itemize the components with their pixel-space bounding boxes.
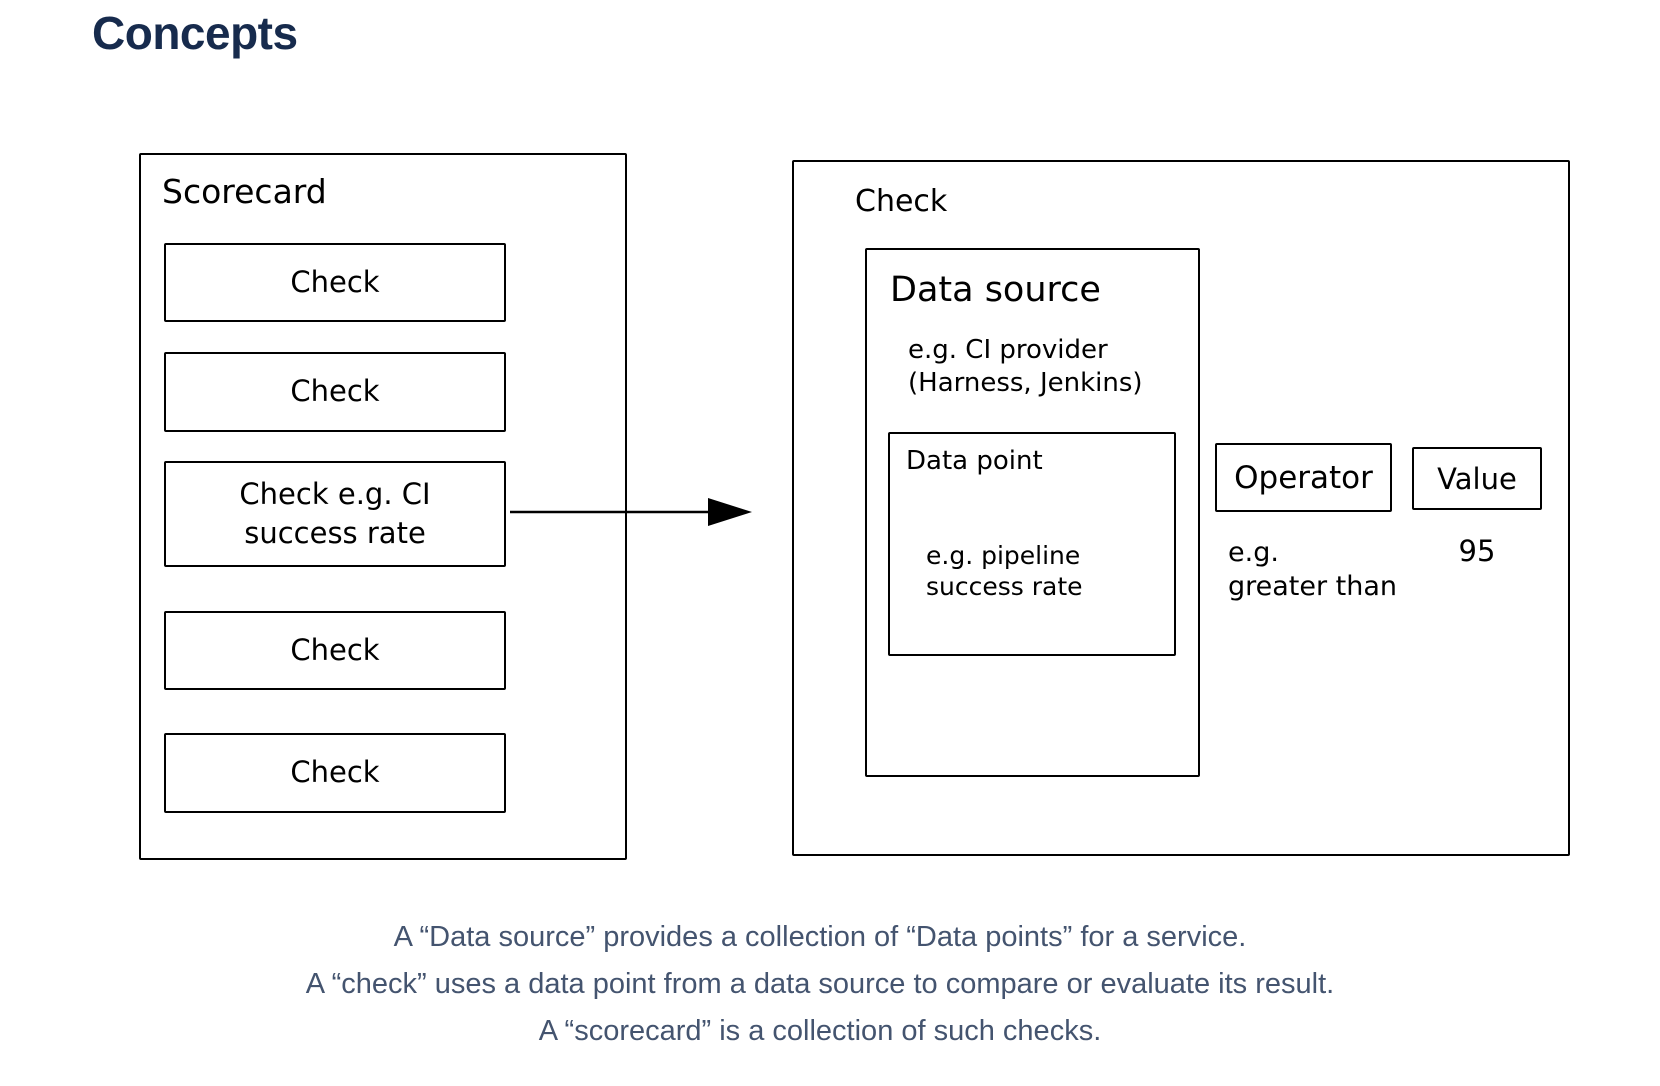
data-point-example: e.g. pipeline success rate	[926, 540, 1083, 602]
check-item: Check	[164, 243, 506, 322]
data-source-example-line: (Harness, Jenkins)	[908, 368, 1143, 398]
data-source-example-line: e.g. CI provider	[908, 335, 1108, 365]
footnote-line-1: A “Data source” provides a collection of…	[393, 921, 1247, 953]
operator-example-line: e.g.	[1228, 537, 1279, 568]
check-item-ci-success-rate: Check e.g. CI success rate	[164, 461, 506, 567]
operator-box: Operator	[1215, 443, 1392, 512]
scorecard-label: Scorecard	[162, 172, 327, 211]
data-point-example-line: success rate	[926, 572, 1083, 601]
check-item-label: Check	[290, 374, 380, 409]
operator-label: Operator	[1234, 459, 1373, 496]
data-point-label: Data point	[906, 446, 1043, 476]
check-item: Check	[164, 611, 506, 690]
footnote-line-3: A “scorecard” is a collection of such ch…	[538, 1015, 1102, 1047]
data-source-example: e.g. CI provider (Harness, Jenkins)	[908, 334, 1143, 400]
check-item-label: Check	[290, 755, 380, 790]
page-title: Concepts	[92, 7, 298, 59]
check-item-label: Check	[290, 264, 380, 299]
value-example: 95	[1458, 534, 1496, 568]
arrow-right-icon	[510, 498, 752, 526]
value-box: Value	[1412, 447, 1542, 510]
check-item-label: Check e.g. CI success rate	[239, 476, 431, 550]
data-source-label: Data source	[890, 270, 1101, 310]
check-panel-label: Check	[855, 184, 948, 219]
data-point-box	[888, 432, 1176, 656]
footnote: A “Data source” provides a collection of…	[0, 914, 1640, 1055]
data-point-example-line: e.g. pipeline	[926, 541, 1081, 570]
check-item-label: Check	[290, 632, 380, 667]
operator-example: e.g. greater than	[1228, 536, 1397, 604]
value-label: Value	[1437, 461, 1517, 496]
check-item: Check	[164, 352, 506, 432]
operator-example-line: greater than	[1228, 571, 1398, 602]
footnote-line-2: A “check” uses a data point from a data …	[305, 968, 1335, 1000]
check-item: Check	[164, 733, 506, 813]
